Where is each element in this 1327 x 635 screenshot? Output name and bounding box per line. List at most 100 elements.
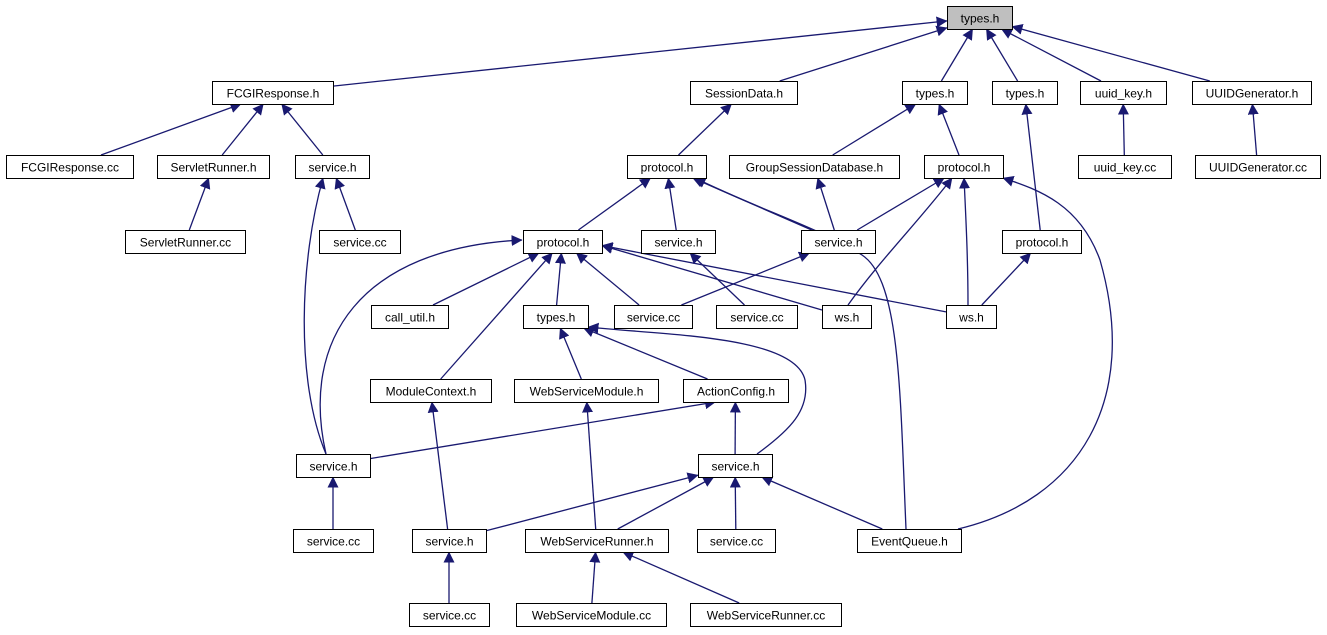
node-service_cc_a[interactable]: service.cc <box>319 230 401 254</box>
node-types_root[interactable]: types.h <box>947 6 1013 30</box>
edge-types_d-to-protocol_h_c <box>554 252 566 306</box>
node-box[interactable] <box>516 603 667 627</box>
node-uuid_key_cc[interactable]: uuid_key.cc <box>1078 155 1172 179</box>
edge-sessiondata_h-to-types_root <box>779 25 948 82</box>
node-service_cc_e[interactable]: service.cc <box>697 529 776 553</box>
node-box[interactable] <box>1002 230 1082 254</box>
node-service_cc_d[interactable]: service.cc <box>293 529 374 553</box>
node-label: service.h <box>814 236 862 250</box>
node-box[interactable] <box>946 305 997 329</box>
node-fcgiresponse_h[interactable]: FCGIResponse.h <box>212 81 334 105</box>
edge-uuid_key_h-to-types_root <box>1001 28 1102 82</box>
node-types_c[interactable]: types.h <box>992 81 1058 105</box>
node-actionconfig_h[interactable]: ActionConfig.h <box>683 379 789 403</box>
node-protocol_h_a[interactable]: protocol.h <box>627 155 707 179</box>
node-box[interactable] <box>822 305 872 329</box>
node-box[interactable] <box>6 155 134 179</box>
node-box[interactable] <box>412 529 487 553</box>
node-label: EventQueue.h <box>871 535 948 549</box>
node-box[interactable] <box>614 305 693 329</box>
edge-ws_h_a-to-protocol_h_c <box>601 243 823 311</box>
node-service_h_c[interactable]: service.h <box>801 230 876 254</box>
node-uuid_key_h[interactable]: uuid_key.h <box>1080 81 1167 105</box>
node-label: types.h <box>916 87 955 101</box>
node-box[interactable] <box>523 230 603 254</box>
node-service_h_f[interactable]: service.h <box>412 529 487 553</box>
node-label: protocol.h <box>938 161 991 175</box>
node-modulecontext_h[interactable]: ModuleContext.h <box>370 379 492 403</box>
node-box[interactable] <box>729 155 900 179</box>
node-call_util_h[interactable]: call_util.h <box>371 305 449 329</box>
node-box[interactable] <box>690 81 798 105</box>
node-box[interactable] <box>641 230 716 254</box>
node-box[interactable] <box>525 529 669 553</box>
node-box[interactable] <box>857 529 962 553</box>
node-types_d[interactable]: types.h <box>523 305 589 329</box>
node-box[interactable] <box>319 230 401 254</box>
node-service_cc_f[interactable]: service.cc <box>409 603 490 627</box>
node-uuidgenerator_h[interactable]: UUIDGenerator.h <box>1192 81 1312 105</box>
edge-actionconfig_h-to-types_d <box>582 326 708 380</box>
node-box[interactable] <box>296 454 371 478</box>
node-box[interactable] <box>697 529 776 553</box>
node-ws_h_b[interactable]: ws.h <box>946 305 997 329</box>
node-service_h_d[interactable]: service.h <box>296 454 371 478</box>
node-box[interactable] <box>947 6 1013 30</box>
node-types_b[interactable]: types.h <box>902 81 968 105</box>
node-box[interactable] <box>1195 155 1321 179</box>
node-protocol_h_c[interactable]: protocol.h <box>523 230 603 254</box>
node-uuidgenerator_cc[interactable]: UUIDGenerator.cc <box>1195 155 1321 179</box>
node-box[interactable] <box>370 379 492 403</box>
edge-protocol_h_d-to-types_c <box>1021 103 1041 231</box>
node-box[interactable] <box>1078 155 1172 179</box>
node-box[interactable] <box>371 305 449 329</box>
edge-service_cc_e-to-service_h_e <box>729 476 741 530</box>
node-box[interactable] <box>902 81 968 105</box>
node-box[interactable] <box>698 454 773 478</box>
node-box[interactable] <box>801 230 876 254</box>
node-webservicerunner_h[interactable]: WebServiceRunner.h <box>525 529 669 553</box>
node-groupsessiondatabase_h[interactable]: GroupSessionDatabase.h <box>729 155 900 179</box>
node-fcgiresponse_cc[interactable]: FCGIResponse.cc <box>6 155 134 179</box>
node-service_cc_c[interactable]: service.cc <box>716 305 798 329</box>
node-protocol_h_b[interactable]: protocol.h <box>924 155 1004 179</box>
node-service_h_e[interactable]: service.h <box>698 454 773 478</box>
edge-eventqueue_h-to-protocol_h_a <box>694 177 907 530</box>
node-label: ServletRunner.cc <box>140 236 231 250</box>
node-box[interactable] <box>409 603 490 627</box>
node-box[interactable] <box>992 81 1058 105</box>
node-label: service.cc <box>307 535 360 549</box>
node-ws_h_a[interactable]: ws.h <box>822 305 872 329</box>
node-box[interactable] <box>293 529 374 553</box>
node-box[interactable] <box>157 155 270 179</box>
node-box[interactable] <box>683 379 789 403</box>
node-box[interactable] <box>514 379 659 403</box>
node-service_h_a[interactable]: service.h <box>295 155 370 179</box>
node-service_cc_b[interactable]: service.cc <box>614 305 693 329</box>
node-protocol_h_d[interactable]: protocol.h <box>1002 230 1082 254</box>
node-box[interactable] <box>295 155 370 179</box>
node-webservicemodule_cc[interactable]: WebServiceModule.cc <box>516 603 667 627</box>
edge-ws_h_b-to-protocol_h_b <box>959 177 970 306</box>
node-label: WebServiceModule.cc <box>532 609 651 623</box>
node-sessiondata_h[interactable]: SessionData.h <box>690 81 798 105</box>
node-box[interactable] <box>924 155 1004 179</box>
node-box[interactable] <box>1080 81 1167 105</box>
node-box[interactable] <box>690 603 842 627</box>
node-box[interactable] <box>627 155 707 179</box>
node-servletrunner_cc[interactable]: ServletRunner.cc <box>125 230 246 254</box>
node-servletrunner_h[interactable]: ServletRunner.h <box>157 155 270 179</box>
node-box[interactable] <box>716 305 798 329</box>
node-service_h_b[interactable]: service.h <box>641 230 716 254</box>
node-box[interactable] <box>523 305 589 329</box>
node-box[interactable] <box>1192 81 1312 105</box>
node-webservicemodule_h[interactable]: WebServiceModule.h <box>514 379 659 403</box>
node-label: WebServiceModule.h <box>530 385 644 399</box>
node-webservicerunner_cc[interactable]: WebServiceRunner.cc <box>690 603 842 627</box>
node-box[interactable] <box>212 81 334 105</box>
node-label: uuid_key.cc <box>1094 161 1156 175</box>
node-eventqueue_h[interactable]: EventQueue.h <box>857 529 962 553</box>
node-box[interactable] <box>125 230 246 254</box>
